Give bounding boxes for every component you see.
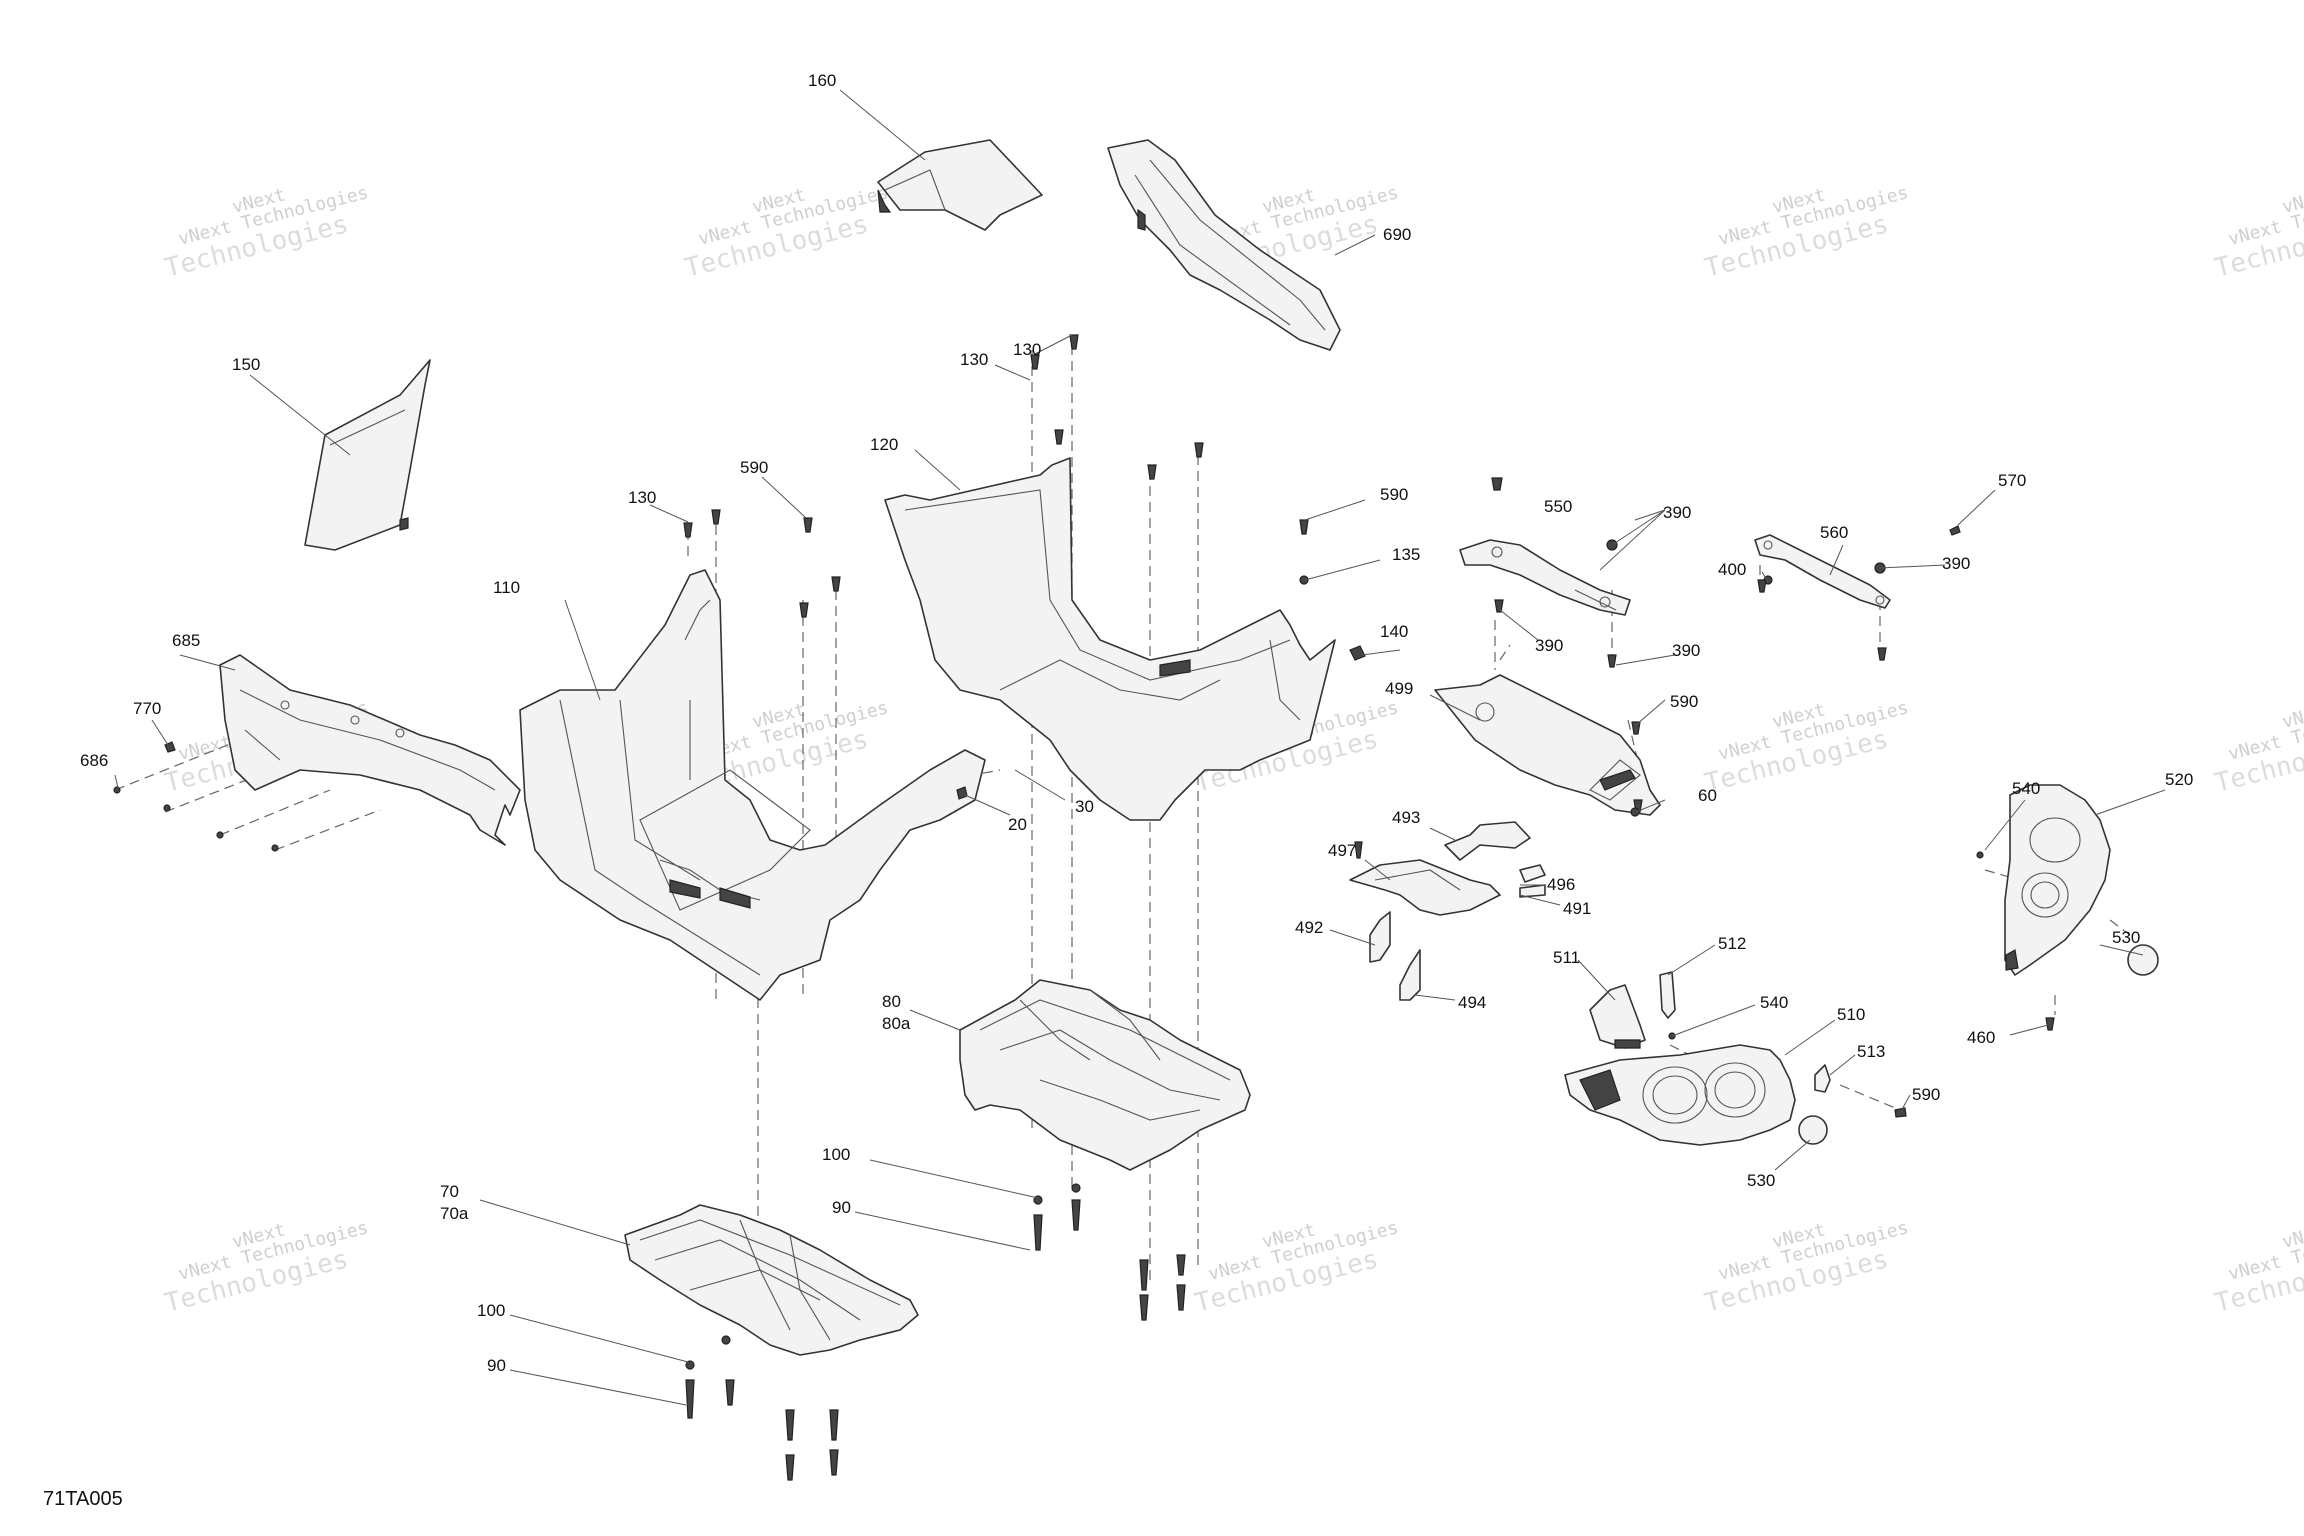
watermark: vNext vNext Technologies Technologies xyxy=(1192,1217,1401,1319)
callout-400: 400 xyxy=(1718,560,1746,579)
callout-90: 90 xyxy=(487,1356,506,1375)
watermark: vNext vNext Technologies Technologies xyxy=(2212,1217,2304,1319)
part-493-bracket xyxy=(1444,821,1531,861)
callout-512: 512 xyxy=(1718,934,1746,953)
callout-70: 70 xyxy=(440,1182,459,1201)
watermark: vNext vNext Technologies Technologies xyxy=(2212,697,2304,799)
callout-513: 513 xyxy=(1857,1042,1885,1061)
callout-100: 100 xyxy=(822,1145,850,1164)
callout-510: 510 xyxy=(1837,1005,1865,1024)
part-80-bracket xyxy=(959,979,1251,1171)
part-560-bar xyxy=(1754,534,1891,609)
callout-20: 20 xyxy=(1008,815,1027,834)
callout-110: 110 xyxy=(493,578,520,597)
callout-492: 492 xyxy=(1295,918,1323,937)
callout-80a: 80a xyxy=(882,1014,911,1033)
part-496-clip xyxy=(1519,864,1546,898)
callout-530: 530 xyxy=(1747,1171,1775,1190)
callout-100: 100 xyxy=(477,1301,505,1320)
part-499-floor-panel xyxy=(1434,674,1661,816)
callout-491: 491 xyxy=(1563,899,1591,918)
callout-130: 130 xyxy=(960,350,988,369)
part-520-right-headlight xyxy=(2004,784,2111,976)
watermark: vNext vNext Technologies Technologies xyxy=(1702,697,1911,799)
callout-160: 160 xyxy=(808,71,836,90)
callout-70a: 70a xyxy=(440,1204,469,1223)
callout-130: 130 xyxy=(628,488,656,507)
callout-686: 686 xyxy=(80,751,108,770)
callout-770: 770 xyxy=(133,699,161,718)
callout-150: 150 xyxy=(232,355,260,374)
callout-135: 135 xyxy=(1392,545,1420,564)
part-690-side-panel xyxy=(1107,139,1341,351)
part-530-lens-cap xyxy=(1798,944,2159,1145)
part-511-bracket xyxy=(1589,984,1646,1049)
diagram-reference: 71TA005 xyxy=(43,1488,123,1510)
part-70-bracket xyxy=(624,1204,919,1356)
watermark: vNext vNext Technologies Technologies xyxy=(2212,182,2304,284)
watermark: vNext vNext Technologies Technologies xyxy=(1702,182,1911,284)
callout-labels: 160 690 150 130 130 120 130 590 590 135 … xyxy=(80,71,2193,1375)
callout-130: 130 xyxy=(1013,340,1041,359)
callout-520: 520 xyxy=(2165,770,2193,789)
part-550-bar xyxy=(1459,539,1631,616)
callout-570: 570 xyxy=(1998,471,2026,490)
part-685-bracket xyxy=(219,654,521,846)
part-140-clip xyxy=(1349,645,1366,661)
watermark: vNext vNext Technologies Technologies xyxy=(1702,1217,1911,1319)
part-120-right-footwell xyxy=(884,457,1336,821)
callout-540: 540 xyxy=(2012,779,2040,798)
callout-493: 493 xyxy=(1392,808,1420,827)
callout-690: 690 xyxy=(1383,225,1411,244)
callout-496: 496 xyxy=(1547,875,1575,894)
callout-390: 390 xyxy=(1535,636,1563,655)
callout-590: 590 xyxy=(740,458,768,477)
callout-120: 120 xyxy=(870,435,898,454)
part-20-clip xyxy=(956,786,968,800)
callout-60: 60 xyxy=(1698,786,1717,805)
leader-lines xyxy=(114,89,2166,1406)
watermark: vNext vNext Technologies Technologies xyxy=(162,1217,371,1319)
callout-460: 460 xyxy=(1967,1028,1995,1047)
callout-511: 511 xyxy=(1553,948,1580,967)
fasteners xyxy=(113,334,2055,1481)
callout-390: 390 xyxy=(1672,641,1700,660)
part-497-bracket xyxy=(1349,859,1501,916)
callout-685: 685 xyxy=(172,631,200,650)
callout-560: 560 xyxy=(1820,523,1848,542)
part-160-cover xyxy=(877,139,1043,231)
callout-90: 90 xyxy=(832,1198,851,1217)
callout-540: 540 xyxy=(1760,993,1788,1012)
callout-497: 497 xyxy=(1328,841,1356,860)
callout-30: 30 xyxy=(1075,797,1094,816)
part-110-left-footwell xyxy=(519,569,986,1001)
part-494-bracket xyxy=(1399,949,1421,1001)
callout-590: 590 xyxy=(1670,692,1698,711)
callout-390: 390 xyxy=(1942,554,1970,573)
callout-140: 140 xyxy=(1380,622,1408,641)
callout-590: 590 xyxy=(1912,1085,1940,1104)
callout-530: 530 xyxy=(2112,928,2140,947)
callout-499: 499 xyxy=(1385,679,1413,698)
watermark: vNext vNext Technologies Technologies xyxy=(162,182,371,284)
callout-80: 80 xyxy=(882,992,901,1011)
part-492-bracket xyxy=(1369,911,1391,963)
callout-494: 494 xyxy=(1458,993,1486,1012)
part-512-bracket xyxy=(1659,971,1676,1019)
part-513-clip xyxy=(1814,1064,1831,1093)
watermark: vNext vNext Technologies Technologies xyxy=(682,182,891,284)
part-150-small-cover xyxy=(304,359,431,551)
callout-590: 590 xyxy=(1380,485,1408,504)
part-510-headlight-housing xyxy=(1564,1044,1796,1146)
callout-390: 390 xyxy=(1663,503,1691,522)
callout-550: 550 xyxy=(1544,497,1572,516)
